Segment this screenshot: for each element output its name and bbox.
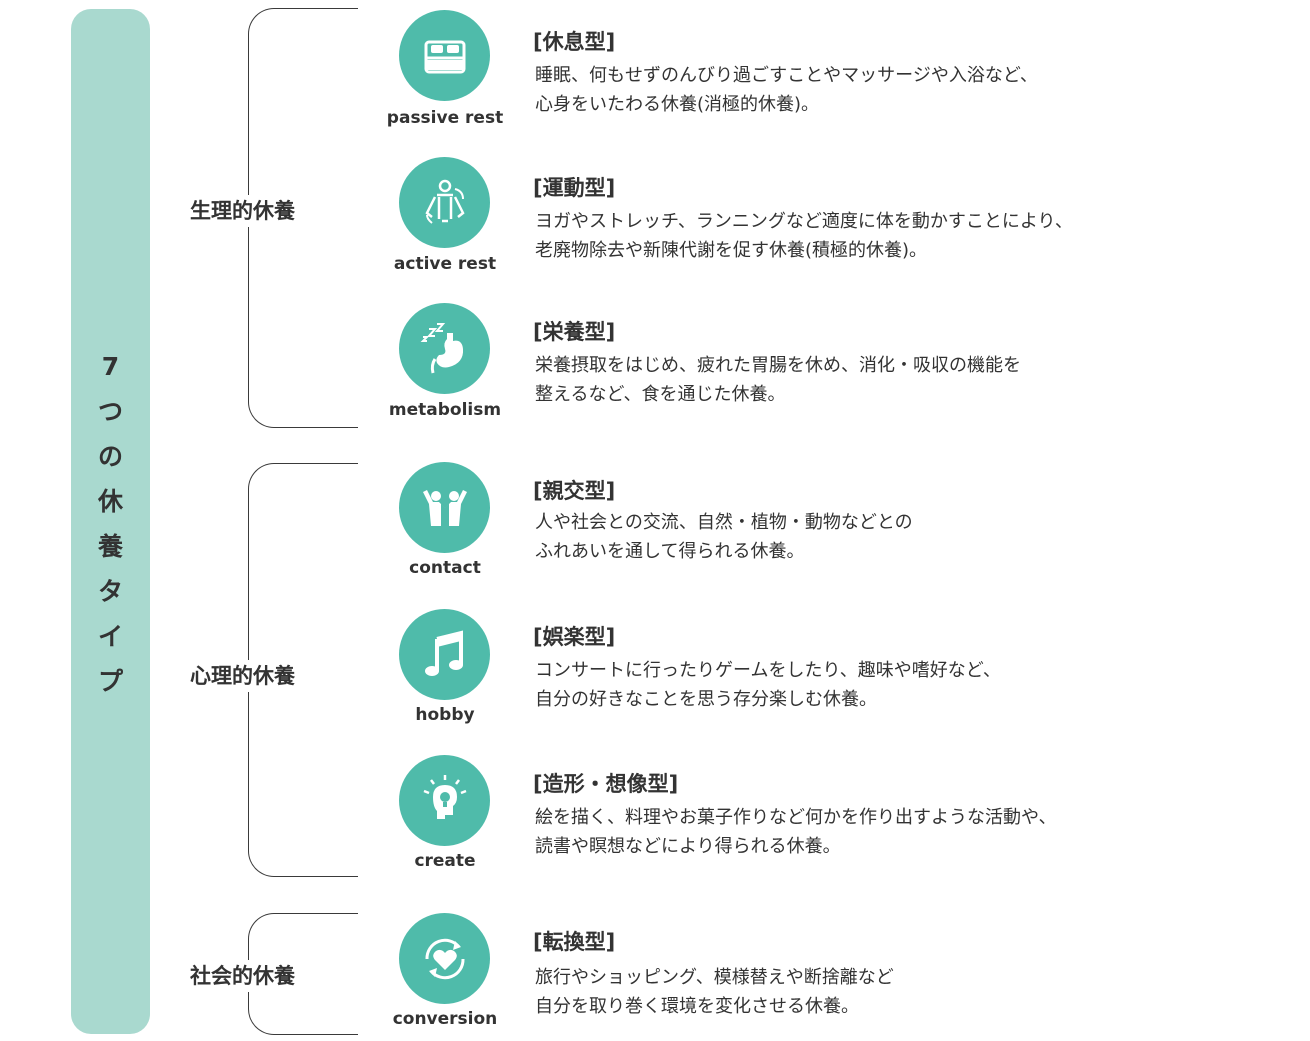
item-description: 栄養摂取をはじめ、疲れた胃腸を休め、消化・吸収の機能を 整えるなど、食を通じた休… [535,351,1155,409]
idea-head-icon [399,755,490,846]
item-en-label: contact [409,558,481,578]
side-title-char: 7 [101,352,120,381]
item-title: [造形・想像型] [533,772,679,796]
item-en-label: active rest [393,254,497,274]
stretch-icon [399,157,490,248]
item-description-line: 人や社会との交流、自然・植物・動物などとの [535,512,913,533]
side-title-char: タ [97,577,123,606]
item-title: [休息型] [533,30,616,54]
group-label-physiological: 生理的休養 [190,195,320,227]
item-description-line: 睡眠、何もせずのんびり過ごすことやマッサージや入浴など、 [535,65,1038,86]
group-label-psychological: 心理的休養 [190,660,320,692]
item-description-line: ふれあいを通して得られる休養。 [535,541,805,562]
side-title-char: 養 [97,532,123,561]
item-description-line: 絵を描く、料理やお菓子作りなど何かを作り出すような活動や、 [535,807,1057,828]
item-description-line: ヨガやストレッチ、ランニングなど適度に体を動かすことにより、 [535,211,1073,232]
item-description-line: 栄養摂取をはじめ、疲れた胃腸を休め、消化・吸収の機能を [535,355,1021,376]
item-description-line: 読書や瞑想などにより得られる休養。 [535,836,841,857]
item-description-line: 整えるなど、食を通じた休養。 [535,384,786,405]
music-note-icon [399,609,490,700]
side-title-char: 休 [97,487,123,516]
item-title: [親交型] [533,479,616,503]
item-description: 旅行やショッピング、模様替えや断捨離など 自分を取り巻く環境を変化させる休養。 [535,963,1155,1021]
side-title: 7 つの休養タイプ [71,344,150,704]
item-description-line: 老廃物除去や新陳代謝を促す休養(積極的休養)。 [535,240,928,261]
group-label-social: 社会的休養 [190,960,320,992]
heart-cycle-icon [399,913,490,1004]
item-title: [栄養型] [533,320,616,344]
item-en-label: conversion [392,1009,498,1029]
side-title-char: つ [97,397,123,426]
item-title: [運動型] [533,176,616,200]
item-description-line: 心身をいたわる休養(消極的休養)。 [535,94,820,115]
item-en-label: passive rest [386,108,504,128]
item-title: [転換型] [533,930,616,954]
item-description: 絵を描く、料理やお菓子作りなど何かを作り出すような活動や、 読書や瞑想などにより… [535,803,1155,861]
item-en-label: hobby [415,705,475,725]
item-title: [娯楽型] [533,625,616,649]
item-description: コンサートに行ったりゲームをしたり、趣味や嗜好など、 自分の好きなことを思う存分… [535,656,1155,714]
item-description-line: 旅行やショッピング、模様替えや断捨離など [535,967,894,988]
stomach-icon [399,303,490,394]
side-title-char: の [97,442,123,471]
item-description-line: コンサートに行ったりゲームをしたり、趣味や嗜好など、 [535,660,1001,681]
side-title-char: イ [97,622,123,651]
side-title-char: プ [97,667,123,696]
item-en-label: create [414,851,476,871]
bed-icon [399,10,490,101]
item-description: 睡眠、何もせずのんびり過ごすことやマッサージや入浴など、 心身をいたわる休養(消… [535,61,1155,119]
item-description: 人や社会との交流、自然・植物・動物などとの ふれあいを通して得られる休養。 [535,508,1155,566]
item-description-line: 自分の好きなことを思う存分楽しむ休養。 [535,689,877,710]
side-title-pill: 7 つの休養タイプ [71,9,150,1034]
item-description: ヨガやストレッチ、ランニングなど適度に体を動かすことにより、 老廃物除去や新陳代… [535,207,1155,265]
item-en-label: metabolism [388,400,502,420]
item-description-line: 自分を取り巻く環境を変化させる休養。 [535,996,859,1017]
people-icon [399,462,490,553]
